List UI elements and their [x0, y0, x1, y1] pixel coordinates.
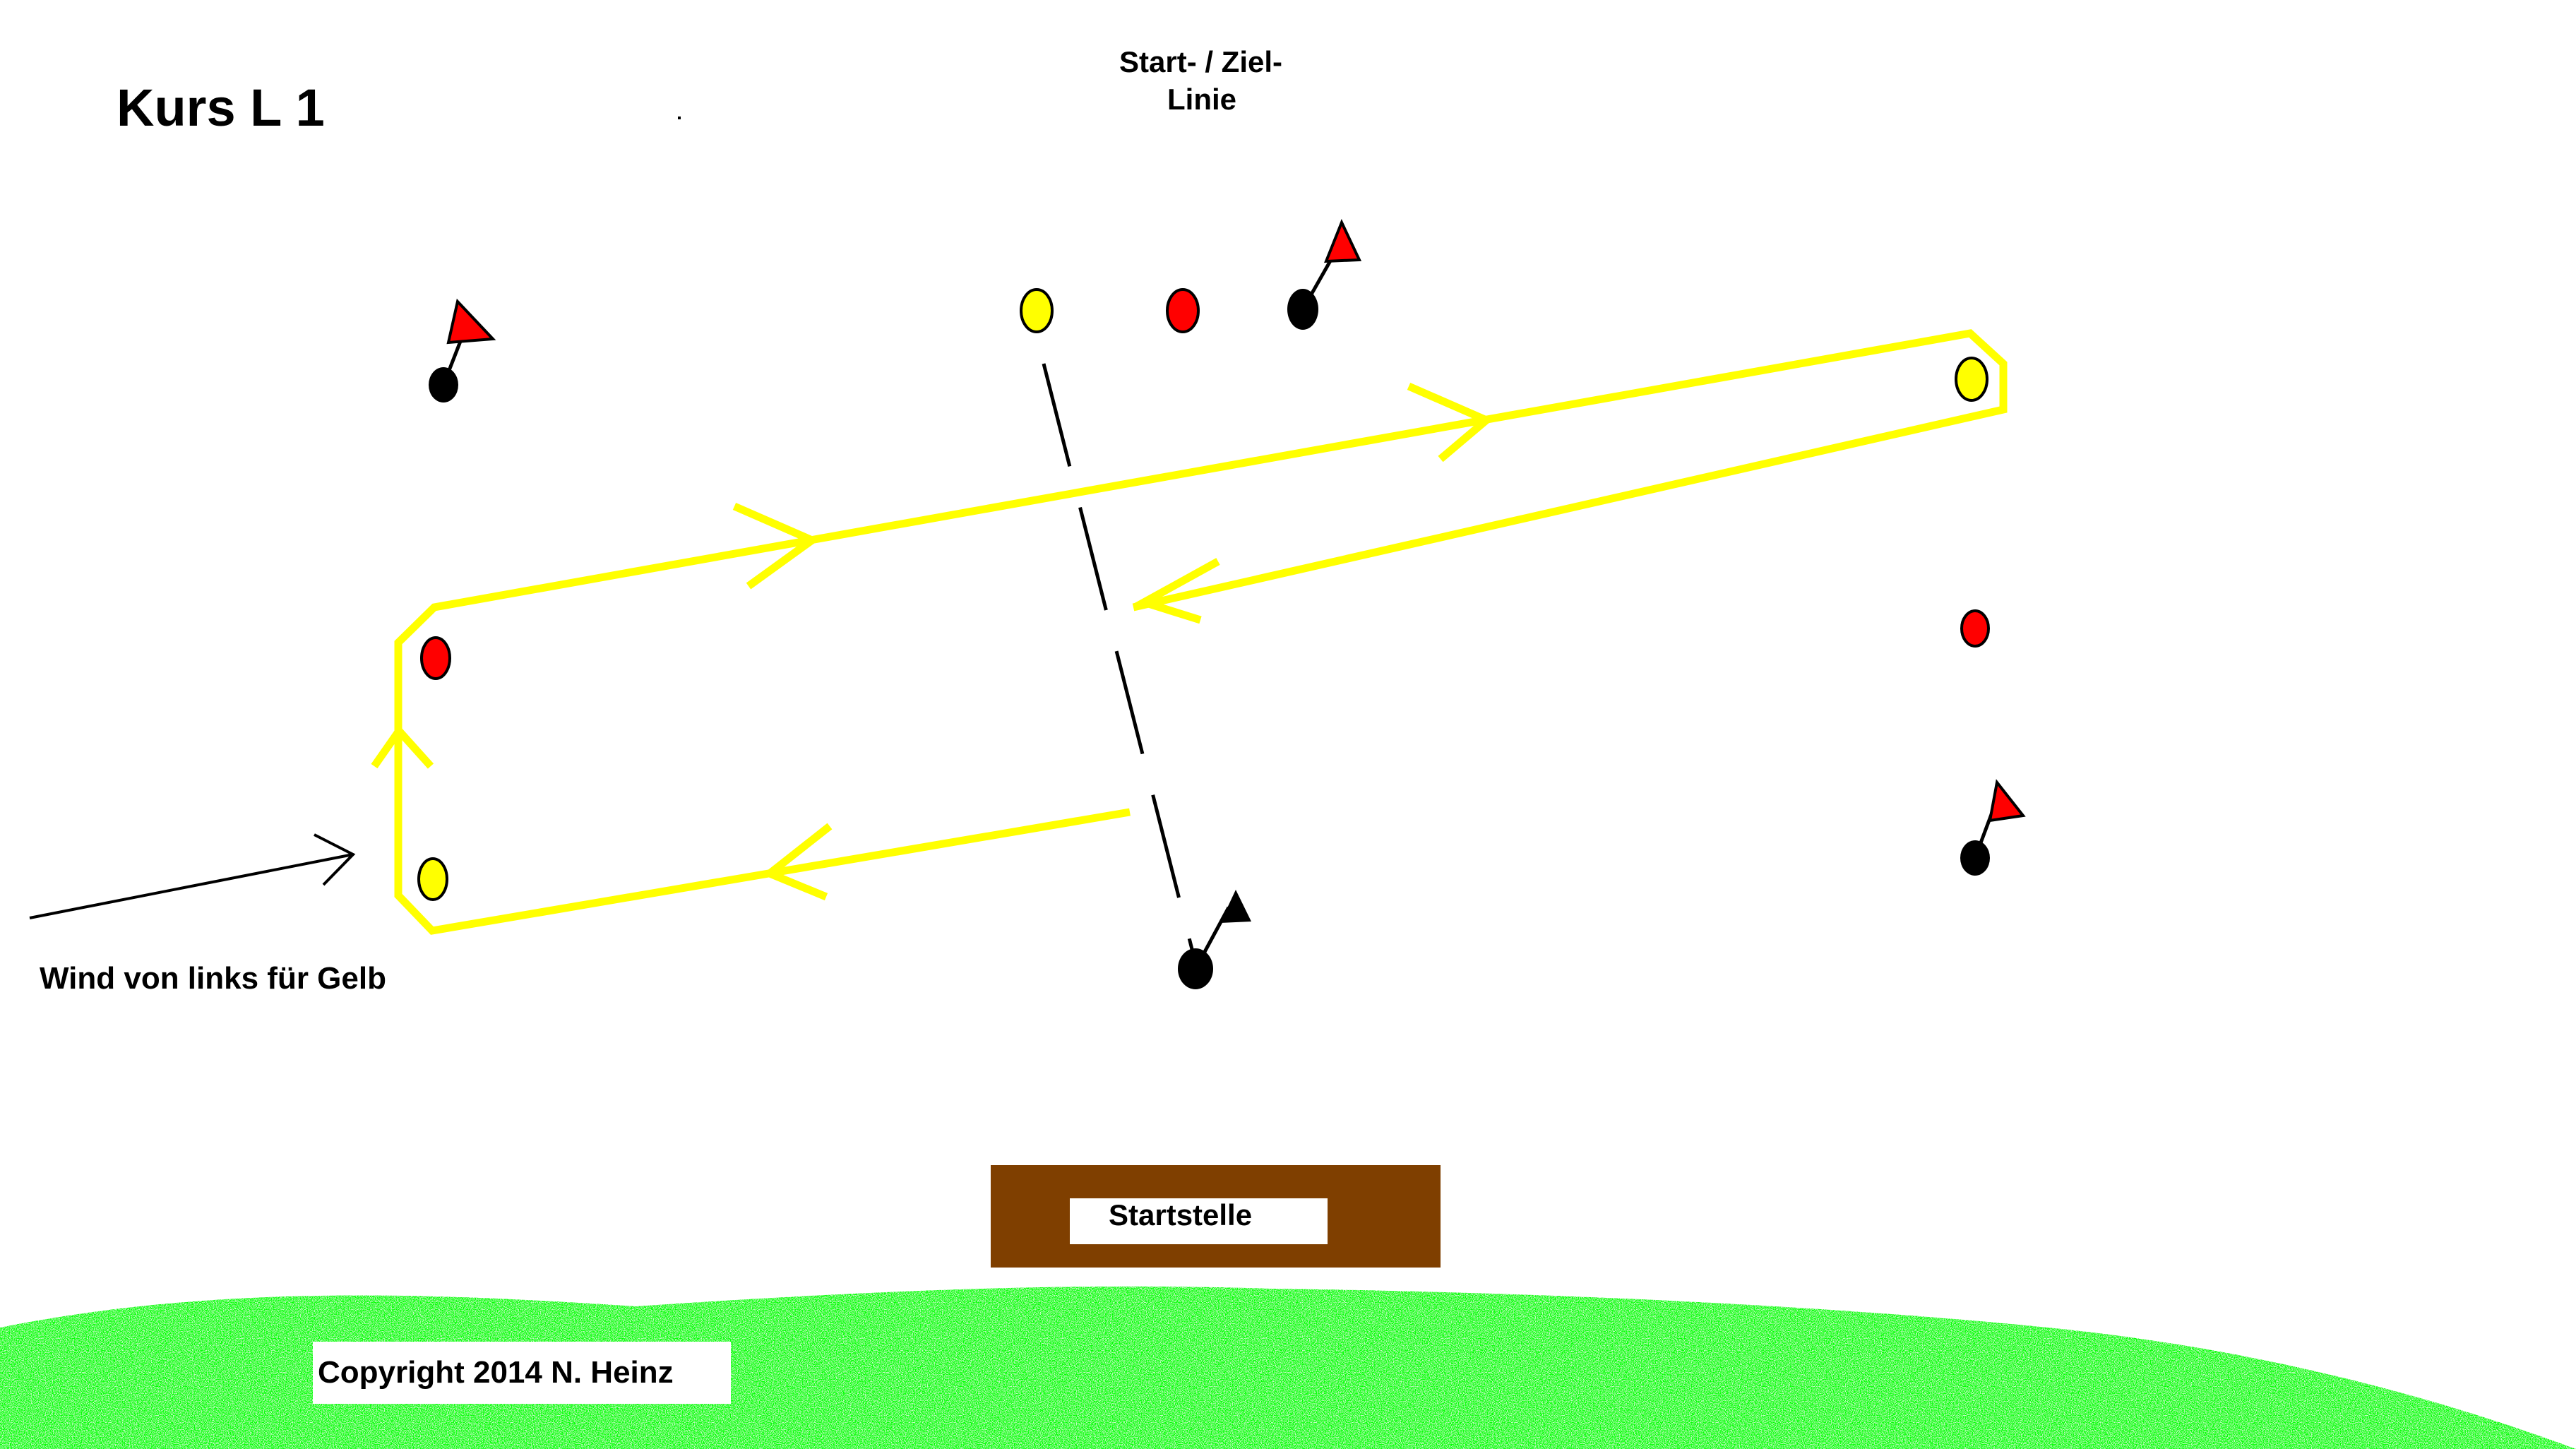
arrow-upleg — [371, 724, 434, 769]
flag-buoy-top-center — [1287, 218, 1362, 330]
copyright-block: Copyright 2014 N. Heinz — [313, 1342, 731, 1404]
black-buoy-icon — [1287, 289, 1318, 330]
flag-buoy-right — [1960, 779, 2026, 876]
flag-buoy-start-committee — [1178, 890, 1251, 989]
start-finish-label-line1: Start- / Ziel- — [1119, 45, 1282, 78]
black-buoy-icon — [1960, 840, 1990, 876]
red-buoys — [420, 288, 1990, 680]
black-flag-icon — [1220, 890, 1251, 923]
arrow-upwind-1 — [732, 502, 821, 590]
wind-label: Wind von links für Gelb — [40, 961, 386, 996]
start-finish-label-line2: Linie — [1167, 83, 1236, 116]
black-buoy-icon — [1178, 948, 1213, 989]
red-flag-icon — [1323, 218, 1362, 263]
wind-arrow — [29, 833, 356, 919]
red-flag-icon — [446, 298, 496, 345]
course-leg-outbound — [394, 329, 2008, 876]
arrow-return-1 — [1134, 558, 1220, 624]
yellow-buoy-right — [1955, 357, 1988, 402]
start-area-label-box — [1070, 1198, 1328, 1244]
yellow-buoy-start-left — [1020, 288, 1054, 333]
start-area: Startstelle — [991, 1165, 1441, 1268]
red-buoy-right — [1960, 609, 1990, 648]
yellow-buoys — [417, 288, 1988, 901]
arrow-upwind-2 — [1407, 382, 1494, 463]
course-path — [394, 329, 2008, 935]
stray-dot — [678, 117, 681, 119]
course-leg-return — [394, 808, 1131, 935]
black-buoy-icon — [429, 367, 458, 402]
copyright-text: Copyright 2014 N. Heinz — [318, 1355, 674, 1390]
yellow-buoy-lower-left — [417, 857, 448, 901]
course-title: Kurs L 1 — [117, 78, 325, 137]
red-buoy-start — [1166, 288, 1200, 333]
start-finish-line — [1042, 363, 1197, 961]
red-buoy-left — [420, 636, 451, 680]
start-area-label: Startstelle — [1109, 1198, 1252, 1232]
flag-buoy-top-left — [429, 298, 496, 402]
arrow-return-2 — [762, 823, 833, 901]
course-arrows — [371, 382, 1494, 901]
red-flag-icon — [1988, 779, 2026, 823]
